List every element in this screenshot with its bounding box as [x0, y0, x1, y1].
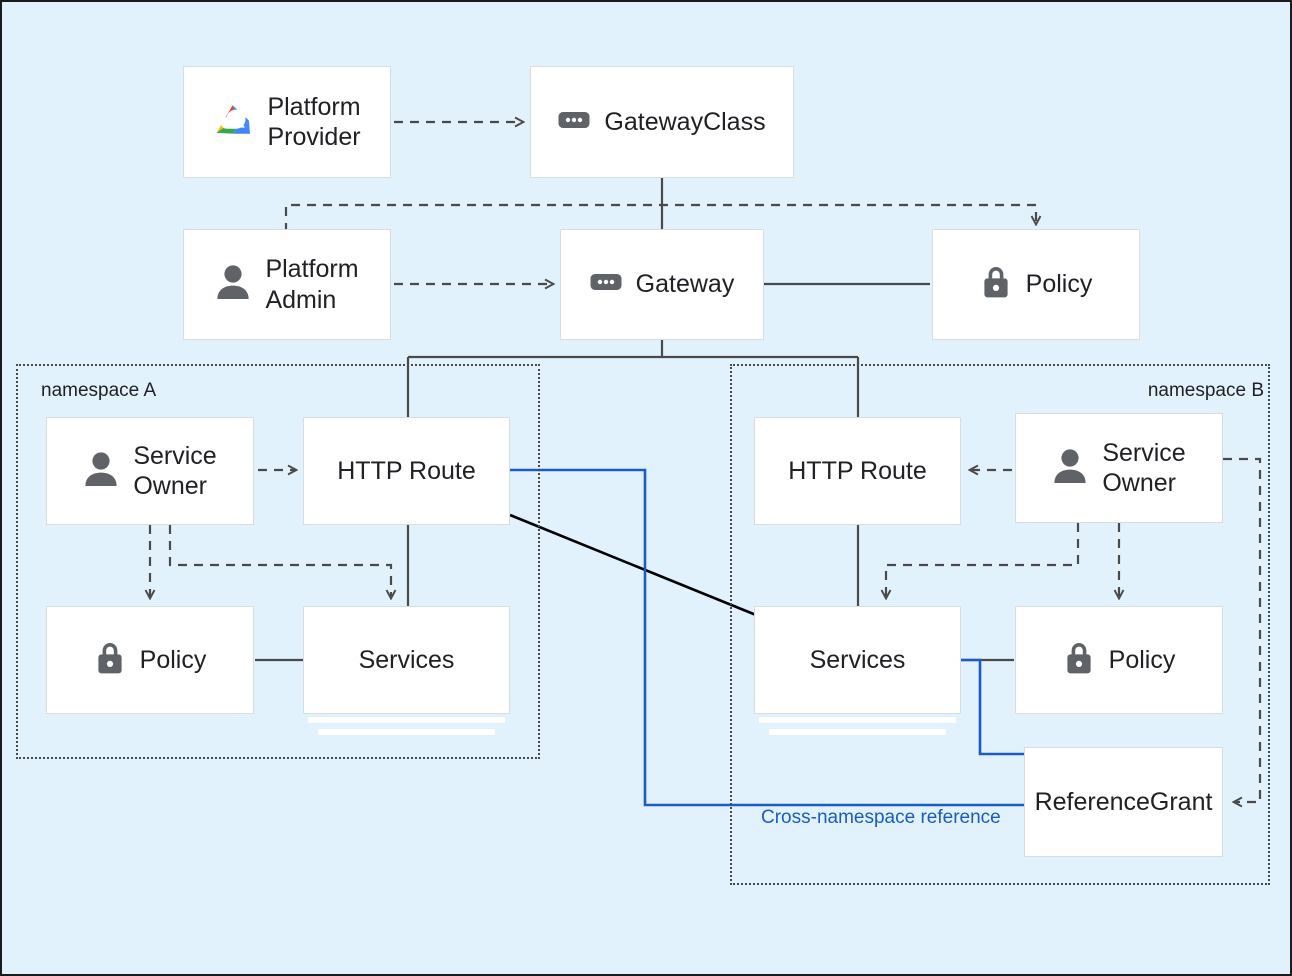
- namespace-a-label: namespace A: [41, 380, 157, 401]
- google-cloud-icon: [213, 103, 253, 142]
- gateway-chip-icon: [590, 271, 622, 298]
- node-label: Policy: [1025, 270, 1093, 299]
- node-policy-b[interactable]: Policy: [1015, 606, 1223, 714]
- node-gatewayclass[interactable]: GatewayClass: [530, 66, 794, 178]
- person-icon: [215, 263, 251, 306]
- services-a-stack-shadow: [303, 717, 510, 741]
- node-service-owner-a[interactable]: Service Owner: [46, 417, 254, 525]
- node-reference-grant[interactable]: ReferenceGrant: [1024, 747, 1223, 857]
- node-label: Policy: [1108, 645, 1176, 674]
- node-gateway[interactable]: Gateway: [560, 229, 764, 340]
- services-b-stack-shadow: [754, 717, 961, 741]
- node-policy-a[interactable]: Policy: [46, 606, 254, 714]
- node-label: HTTP Route: [337, 456, 476, 485]
- node-service-owner-b[interactable]: Service Owner: [1015, 413, 1223, 523]
- node-label: Platform Provider: [267, 92, 361, 152]
- node-platform-provider[interactable]: Platform Provider: [183, 66, 391, 178]
- node-label: Services: [358, 645, 455, 674]
- wire-route-a-to-services-b-diagonal: [509, 513, 757, 617]
- lock-icon: [980, 263, 1012, 306]
- person-icon: [83, 450, 119, 493]
- node-http-route-b[interactable]: HTTP Route: [754, 417, 961, 525]
- node-services-a[interactable]: Services: [303, 606, 510, 714]
- person-icon: [1052, 447, 1088, 490]
- node-label: GatewayClass: [604, 107, 766, 136]
- lock-icon: [94, 639, 126, 682]
- lock-icon: [1063, 639, 1095, 682]
- node-policy-top[interactable]: Policy: [932, 229, 1140, 340]
- cross-namespace-reference-label: Cross-namespace reference: [761, 807, 1001, 828]
- namespace-b-label: namespace B: [1147, 380, 1264, 401]
- node-http-route-a[interactable]: HTTP Route: [303, 417, 510, 525]
- node-label: Service Owner: [133, 441, 217, 501]
- node-label: Services: [809, 645, 906, 674]
- node-label: Service Owner: [1102, 438, 1186, 498]
- node-label: HTTP Route: [788, 456, 927, 485]
- gateway-chip-icon: [558, 109, 590, 136]
- node-label: Gateway: [635, 270, 735, 299]
- node-label: Policy: [139, 645, 207, 674]
- node-services-b[interactable]: Services: [754, 606, 961, 714]
- node-label: ReferenceGrant: [1034, 787, 1213, 816]
- node-label: Platform Admin: [265, 255, 359, 314]
- node-platform-admin[interactable]: Platform Admin: [183, 229, 391, 340]
